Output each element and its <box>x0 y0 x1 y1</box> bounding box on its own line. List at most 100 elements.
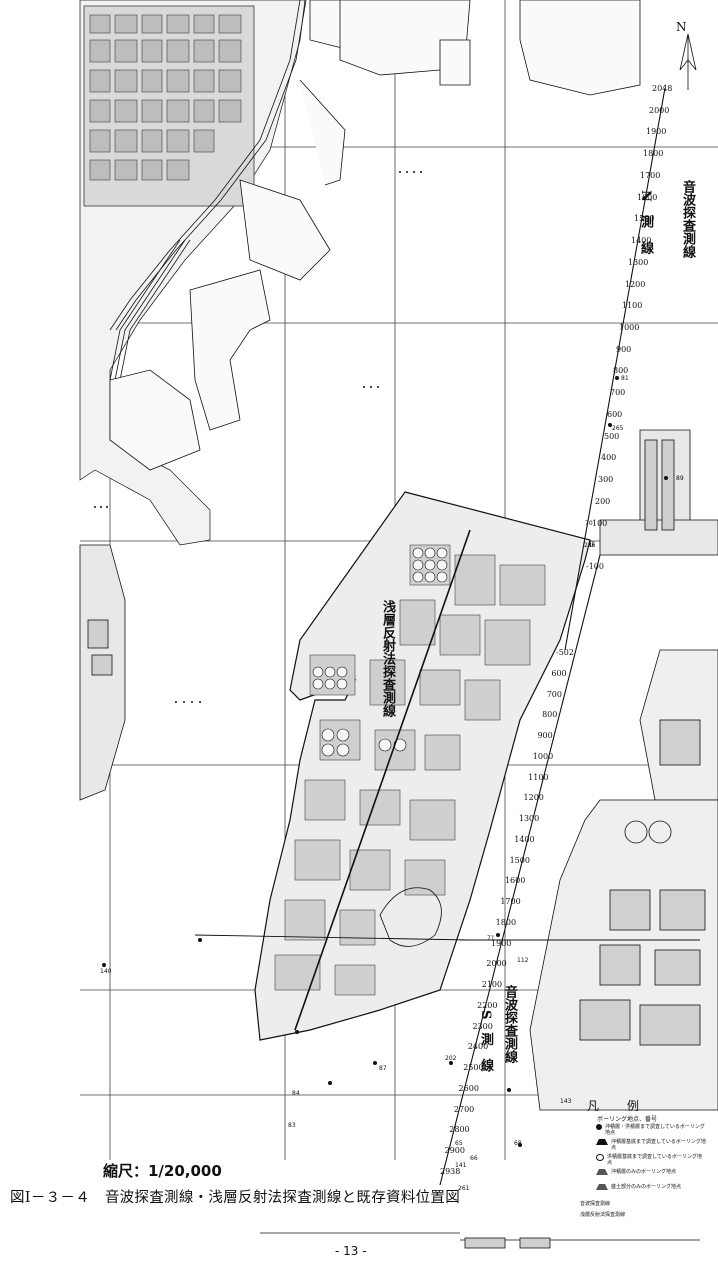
shallow-survey-label: 浅層反射法探査測線 <box>380 600 395 717</box>
tick-label: 2200 <box>477 1000 498 1010</box>
bottom-scale-strip <box>260 1232 700 1249</box>
tick-label: 900 <box>616 344 632 354</box>
tick-label: -100 <box>586 562 604 571</box>
legend-line-shallow: 浅層反射法探査測線 <box>580 1212 626 1218</box>
railway <box>109 0 307 381</box>
tick-label: 1700 <box>640 170 661 180</box>
east-pier <box>599 429 718 556</box>
tick-label: 2000 <box>649 105 670 115</box>
legend-text: 盛土部分のみのボーリング地点 <box>611 1184 682 1190</box>
borehole-number: 70 <box>585 520 593 527</box>
borehole-points <box>102 376 668 1147</box>
oil-tanks <box>312 547 448 757</box>
borehole-number: 89 <box>676 475 684 482</box>
tick-label: 2000 <box>486 959 507 969</box>
city-area-northwest <box>79 0 306 546</box>
open-circle-icon <box>596 1154 604 1161</box>
tick-label: 2700 <box>453 1104 475 1114</box>
north-line-name: N 測 線 <box>638 190 653 254</box>
city-blocks <box>89 14 242 181</box>
filled-circle-icon <box>596 1124 602 1130</box>
borehole-number: 140 <box>100 968 112 975</box>
borehole-number: 68 <box>514 1140 522 1147</box>
legend-text: 沖積層・洪積層まで調査しているボーリング地点 <box>605 1124 705 1136</box>
tick-label: 200 <box>595 496 611 506</box>
legend-row: 沖積層基底まで調査しているボーリング地点 <box>596 1139 706 1151</box>
misc-dots <box>94 171 422 703</box>
legend-title: 凡 例 <box>587 1099 648 1113</box>
tick-label: 600 <box>551 668 567 678</box>
tick-label: -502 <box>556 648 574 657</box>
tick-label: 2400 <box>467 1042 489 1052</box>
legend-text: 沖積層基底まで調査しているボーリング地点 <box>611 1139 706 1151</box>
tick-label: 1100 <box>528 772 549 782</box>
tick-label: 2600 <box>458 1083 479 1093</box>
tick-label: 300 <box>598 475 614 485</box>
north-mark: N <box>676 20 687 34</box>
tick-label: 500 <box>604 431 620 441</box>
scale-label: 縮尺：1/20,000 <box>103 1162 222 1180</box>
borehole-number: 286 <box>584 542 596 549</box>
legend-line-sonic: 音波探査測線 <box>580 1201 611 1207</box>
shallow-reflection-line <box>294 529 471 1031</box>
borehole-number: 143 <box>560 1098 572 1105</box>
tick-label: 2300 <box>472 1021 493 1031</box>
legend-text: 沖積層のみのボーリング地点 <box>611 1169 677 1175</box>
tick-label: 2800 <box>449 1125 470 1135</box>
tick-label: 1000 <box>619 323 640 332</box>
page-number: - 13 - <box>335 1244 367 1258</box>
borehole-number: 71 <box>487 935 495 942</box>
tick-label: 900 <box>537 731 553 741</box>
filled-triangle-icon <box>596 1139 608 1145</box>
borehole-number: 202 <box>445 1055 457 1062</box>
tick-label: 1200 <box>523 793 544 803</box>
tick-label: 1200 <box>625 279 646 289</box>
north-arrow-icon <box>679 33 697 90</box>
south-line-name: S 測 線 <box>478 1010 493 1072</box>
tick-label: 2048 <box>652 84 673 93</box>
west-landfill <box>79 544 126 801</box>
southeast-area <box>529 649 718 1111</box>
tick-label: 2500 <box>463 1063 484 1073</box>
tick-label: 700 <box>546 689 562 699</box>
tick-label: 400 <box>601 453 617 463</box>
tick-label: 800 <box>613 366 629 376</box>
borehole-number: 265 <box>612 425 624 432</box>
tick-label: 1600 <box>637 192 658 202</box>
tick-label: 700 <box>610 388 626 398</box>
borehole-number: 83 <box>288 1122 296 1129</box>
tick-label: 1000 <box>532 751 554 761</box>
borehole-number: 66 <box>470 1155 478 1162</box>
tick-label: 1800 <box>495 917 517 927</box>
tick-label: 1900 <box>491 938 512 948</box>
tick-label: 600 <box>607 409 623 419</box>
tick-label: 0 <box>589 540 595 550</box>
pier-outlines <box>109 0 641 471</box>
legend-row: 盛土部分のみのボーリング地点 <box>596 1184 706 1190</box>
survey-line-north <box>564 87 666 651</box>
open-triangle-icon <box>596 1184 608 1190</box>
borehole-number: 65 <box>455 1140 463 1147</box>
borehole-number: 261 <box>458 1185 470 1192</box>
tick-label: 1300 <box>628 257 649 267</box>
open-triangle-icon <box>596 1169 608 1175</box>
tick-label: 100 <box>592 518 608 528</box>
tick-label: 1600 <box>504 876 526 886</box>
tick-label: 1900 <box>646 127 667 137</box>
borehole-number: 87 <box>379 1065 387 1072</box>
borehole-number: 141 <box>455 1162 467 1169</box>
legend-row: 沖積層・洪積層まで調査しているボーリング地点 <box>596 1124 706 1136</box>
borehole-number: 81 <box>621 375 629 382</box>
tick-label: 2900 <box>444 1146 465 1156</box>
borehole-number: 112 <box>517 957 529 964</box>
tick-label: 2100 <box>481 980 503 990</box>
legend-row: 洪積層基底まで調査しているボーリング地点 <box>596 1154 706 1166</box>
tick-label: 1100 <box>622 301 643 311</box>
legend-row: 沖積層のみのボーリング地点 <box>596 1169 706 1175</box>
south-survey-label: 音波探査測線 <box>502 985 517 1063</box>
tick-label: 1400 <box>631 236 652 246</box>
tick-label: 1700 <box>500 897 521 907</box>
legend-text: 洪積層基底まで調査しているボーリング地点 <box>607 1154 702 1166</box>
oval-track <box>379 887 442 947</box>
